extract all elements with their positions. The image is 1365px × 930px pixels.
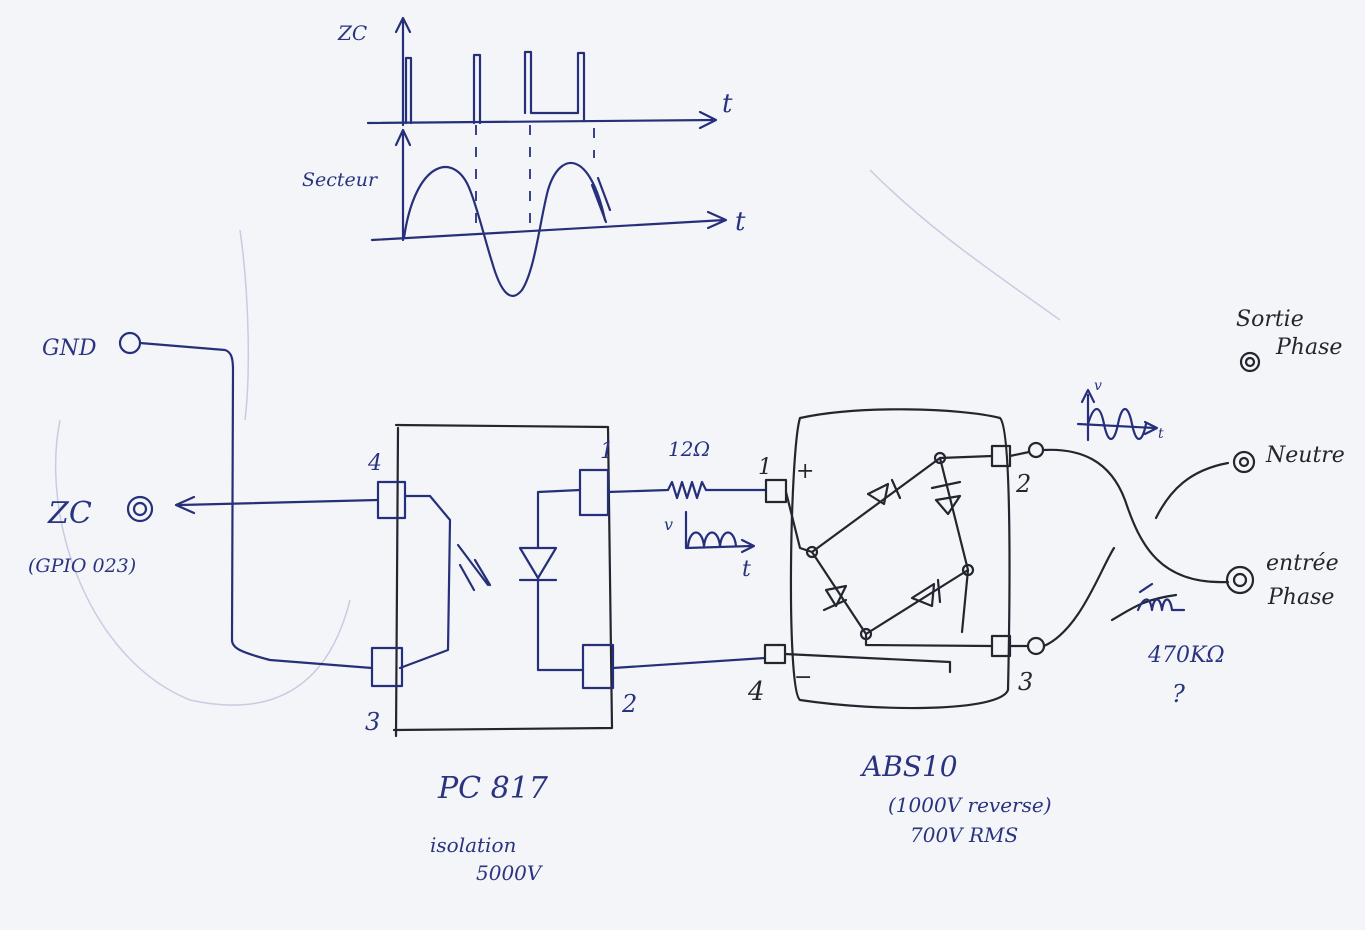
bridge-diode-2-icon [930,480,962,516]
secteur-label: Secteur [302,169,379,191]
abs10-reverse-spec: (1000V reverse) [888,793,1052,817]
pc817-optocoupler: 4 3 1 2 PC 817 isolation 5000V [365,423,637,885]
zc-arrow-icon [174,495,196,515]
rectified-waveform-icon: v t [664,510,756,582]
bridge-diode-4-icon [910,578,942,608]
bridge-pin4-label: 4 [747,677,765,707]
bridge-pin3-label: 3 [1018,668,1033,696]
led-diode-icon [518,546,558,580]
resistor-value-label: 12Ω [668,437,710,461]
rectified-t-label: t [742,557,751,582]
rectified-v-label: v [664,515,673,534]
mains-sine-t-label: t [1158,426,1164,442]
bridge-plus-label: + [796,459,814,484]
pin2-pad [581,643,615,690]
sortie-phase-terminal: Sortie Phase [1236,307,1342,373]
bridge-pin2-label: 2 [1015,470,1031,498]
entree-phase-label: Phase [1267,585,1334,610]
neutre-terminal: Neutre [1232,443,1345,474]
zc-terminal: ZC (GPIO 023) [28,495,154,577]
pc817-pin1-label: 1 [600,439,614,464]
isolation-voltage-label: 5000V [476,861,544,885]
gnd-label: GND [42,336,97,361]
bridge-diode-3-icon [822,584,848,612]
zc-waveform: ZC t [337,16,733,130]
entree-label: entrée [1266,551,1339,576]
neutre-label: Neutre [1265,443,1345,468]
sortie-label: Sortie [1236,307,1304,332]
pc817-pin3-label: 3 [365,708,380,736]
time-label-top: t [722,89,733,119]
pc817-pin2-label: 2 [621,690,637,718]
bridge-pin1-pad [764,478,788,504]
mains-sine-v-label: v [1094,378,1102,394]
bleeder-resistor: 470KΩ ? [1136,582,1225,708]
abs10-bridge: 1 + 4 − 2 3 ABS10 (1000V reverse) 700V R… [747,408,1052,847]
gpio-label: (GPIO 023) [28,555,136,577]
bridge-pin3-pad [990,634,1012,658]
gnd-wire [138,341,374,670]
pin4-pad [376,480,407,520]
bridge-pin4-pad [763,643,787,665]
bridge-diode-1-icon [866,478,902,506]
pin1-pad [578,468,610,517]
phototransistor [398,494,452,670]
gnd-terminal: GND [42,331,142,361]
bleed-through-marks [54,169,1061,706]
light-arrows-icon [456,543,492,592]
pc817-part-label: PC 817 [437,771,549,806]
bleeder-question-mark: ? [1172,680,1185,708]
return-wire [611,656,767,670]
zc-axis-label: ZC [337,21,367,45]
series-resistor: 12Ω [606,437,768,500]
bridge-minus-label: − [794,665,812,690]
bridge-pin1-label: 1 [758,455,772,480]
mains-wiring [1008,441,1230,656]
mains-sine-icon: v t [1076,378,1164,442]
time-label-bottom: t [735,207,746,237]
zc-label: ZC [47,496,92,531]
entree-phase-terminal: entrée Phase [1225,551,1339,610]
isolation-label: isolation [430,833,516,857]
abs10-part-label: ABS10 [859,750,958,783]
pc817-pin4-label: 4 [367,451,382,476]
abs10-rms-spec: 700V RMS [910,823,1018,847]
zc-wire [178,498,380,507]
mains-sine-waveform: Secteur t [302,125,746,297]
sortie-phase-label: Phase [1275,335,1342,360]
bleeder-resistor-value: 470KΩ [1147,643,1225,668]
